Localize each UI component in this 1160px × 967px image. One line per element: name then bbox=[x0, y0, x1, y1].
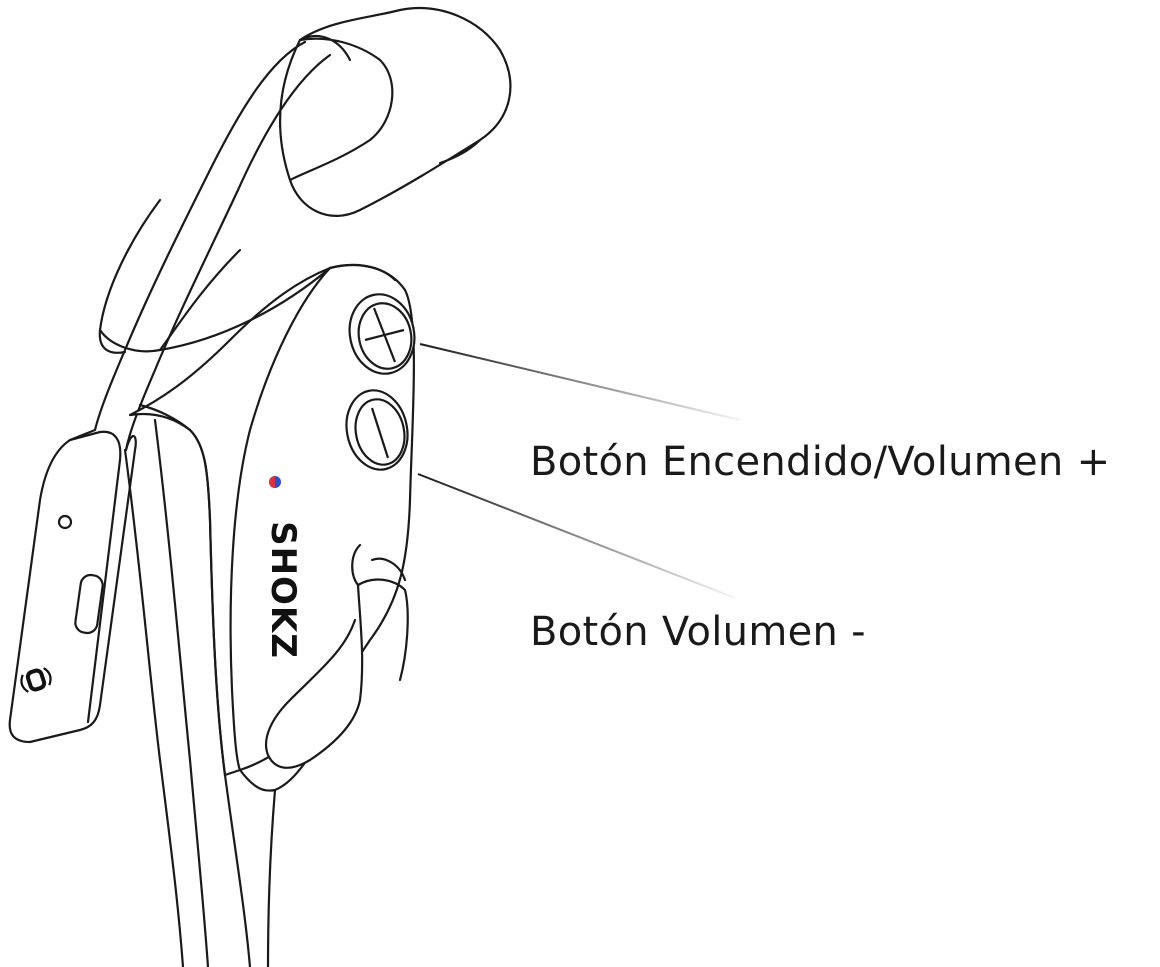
led-indicator bbox=[269, 476, 281, 488]
leader-line-volume-down bbox=[418, 474, 735, 598]
multifunction-icon bbox=[19, 667, 53, 693]
shokz-logo: SHOKZ bbox=[263, 521, 303, 659]
power-volume-up-label: Botón Encendido/Volumen + bbox=[530, 442, 1110, 482]
svg-text:SHOKZ: SHOKZ bbox=[263, 521, 303, 659]
volume-down-label: Botón Volumen - bbox=[530, 612, 866, 652]
leader-line-volume-up bbox=[420, 344, 740, 420]
neckband-strap bbox=[10, 430, 136, 742]
transducer-pad bbox=[280, 8, 510, 216]
